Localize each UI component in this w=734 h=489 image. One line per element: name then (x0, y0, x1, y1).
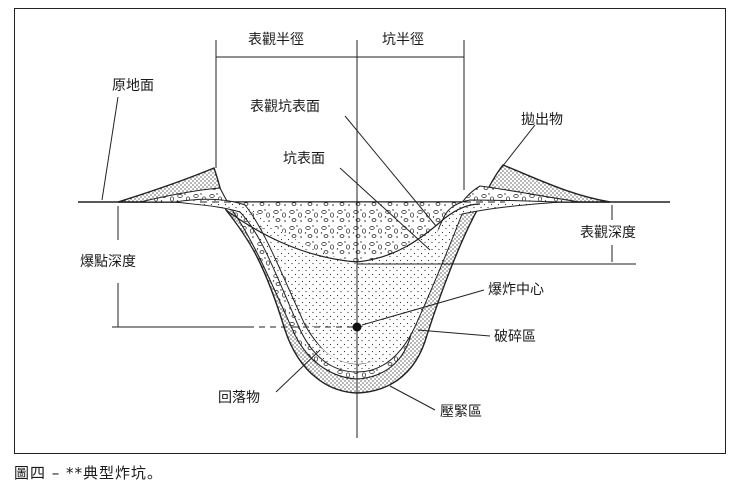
label-original-ground: 原地面 (112, 78, 154, 94)
leader-rupture-zone (417, 329, 491, 337)
leader-original-ground (101, 96, 119, 201)
label-rupture-zone: 破碎區 (494, 329, 536, 345)
apparent-crater-surface-line (225, 203, 481, 263)
leader-burst-center (361, 289, 485, 326)
burst-center-dot (352, 322, 362, 332)
label-compacted-zone: 壓緊區 (440, 404, 482, 420)
label-apparent-crater-surface: 表觀坑表面 (250, 99, 320, 115)
apparent-crater-fill (250, 208, 440, 364)
label-burst-depth: 爆點深度 (80, 254, 136, 270)
label-fallback: 回落物 (218, 390, 260, 406)
leader-ejecta (497, 124, 536, 173)
leader-crater-surface (339, 167, 431, 251)
label-crater-radius: 坑半徑 (382, 32, 424, 48)
label-apparent-radius: 表觀半徑 (248, 32, 304, 48)
leader-compacted-zone (389, 385, 436, 411)
leader-fallback (275, 349, 321, 393)
fallback-region (174, 198, 561, 373)
leader-apparent-crater-surface (344, 115, 437, 227)
label-crater-surface: 坑表面 (283, 151, 325, 167)
label-apparent-depth: 表觀深度 (580, 225, 636, 241)
label-burst-center: 爆炸中心 (488, 282, 544, 298)
label-ejecta: 拋出物 (521, 112, 563, 128)
figure-caption: 圖四 – **典型炸坑。 (14, 464, 164, 482)
diagram-frame (14, 8, 726, 454)
